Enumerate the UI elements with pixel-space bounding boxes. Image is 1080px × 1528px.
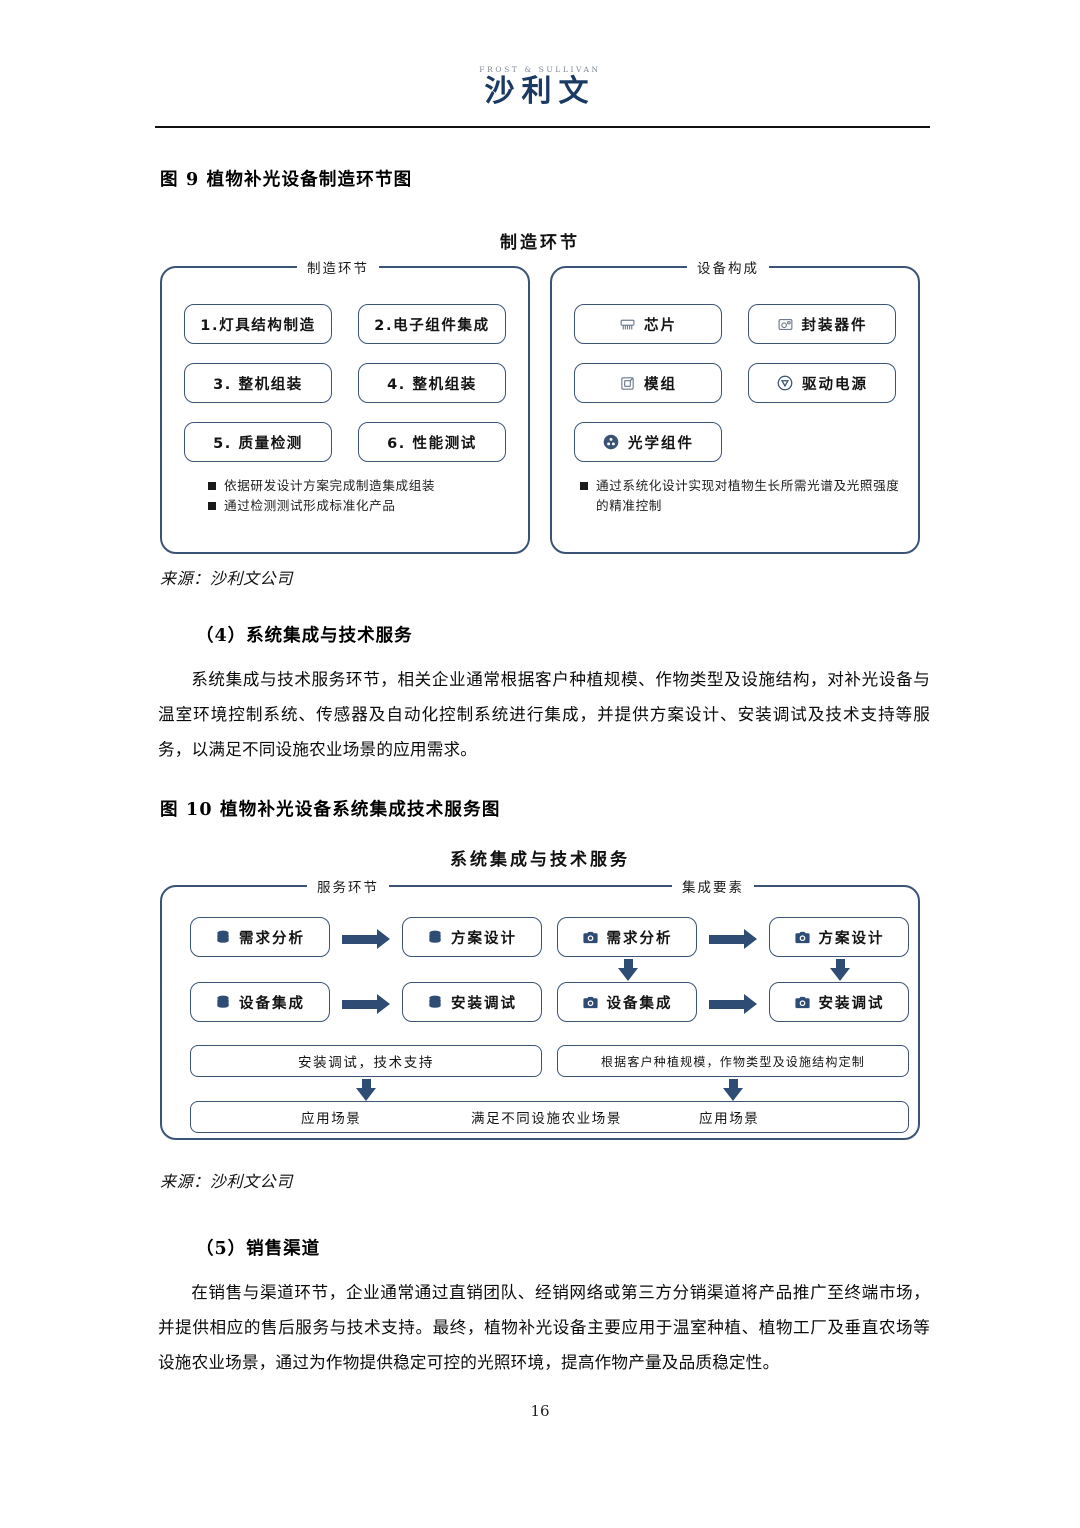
node-whole-machine-assembly-4[interactable]: 4. 整机组装	[358, 363, 506, 403]
node-driver-power[interactable]: 驱动电源	[748, 363, 896, 403]
module-icon	[619, 375, 636, 392]
node-left-demand-analysis[interactable]: 需求分析	[190, 917, 330, 957]
bottom-bar-item-center: 满足不同设施农业场景	[471, 1111, 622, 1127]
bullet-square-icon	[580, 482, 588, 490]
frost-sullivan-logo: FROST & SULLIVAN 沙利文	[0, 66, 1080, 107]
arrow-down-icon	[618, 959, 638, 981]
figure10-caption: 图 10 植物补光设备系统集成技术服务图	[160, 800, 501, 820]
node-electronic-assembly[interactable]: 2.电子组件集成	[358, 304, 506, 344]
bullet-item: 通过系统化设计实现对植物生长所需光谱及光照强度的精准控制	[580, 476, 902, 516]
database-icon	[427, 994, 443, 1010]
camera-icon	[794, 994, 811, 1011]
section5-heading: （5）销售渠道	[196, 1239, 321, 1259]
figure9-diagram: 制造环节 制造环节 1.灯具结构制造 2.电子组件集成 3. 整机组装 4. 整…	[160, 228, 920, 558]
arrow-down-icon	[830, 959, 850, 981]
bullet-square-icon	[208, 502, 216, 510]
node-left-equipment-integration[interactable]: 设备集成	[190, 982, 330, 1022]
package-icon	[777, 316, 794, 333]
arrow-right-icon	[709, 929, 757, 949]
database-icon	[427, 929, 443, 945]
manufacturing-panel: 制造环节 1.灯具结构制造 2.电子组件集成 3. 整机组装 4. 整机组装 5…	[160, 257, 530, 554]
logo-english-text: FROST & SULLIVAN	[479, 65, 601, 74]
node-lamp-structure[interactable]: 1.灯具结构制造	[184, 304, 332, 344]
node-whole-machine-assembly-3[interactable]: 3. 整机组装	[184, 363, 332, 403]
manufacturing-panel-bullets: 依据研发设计方案完成制造集成组装 通过检测测试形成标准化产品	[208, 476, 514, 516]
optics-icon	[602, 433, 620, 451]
right-summary-bar[interactable]: 根据客户种植规模，作物类型及设施结构定制	[557, 1045, 909, 1077]
node-right-equipment-integration[interactable]: 设备集成	[557, 982, 697, 1022]
section5-body: 在销售与渠道环节，企业通常通过直销团队、经销网络或第三方分销渠道将产品推广至终端…	[158, 1283, 930, 1372]
node-quality-inspection[interactable]: 5. 质量检测	[184, 422, 332, 462]
header-divider	[155, 126, 930, 129]
figure10-diagram: 系统集成与技术服务 服务环节 集成要素 需求分析	[160, 845, 920, 1150]
node-left-installation-debug[interactable]: 安装调试	[402, 982, 542, 1022]
bullet-square-icon	[208, 482, 216, 490]
node-right-demand-analysis[interactable]: 需求分析	[557, 917, 697, 957]
section4-body: 系统集成与技术服务环节，相关企业通常根据客户种植规模、作物类型及设施结构，对补光…	[158, 670, 930, 759]
node-package-device[interactable]: 封装器件	[748, 304, 896, 344]
power-driver-icon	[776, 374, 794, 392]
arrow-right-icon	[709, 994, 757, 1014]
node-chip[interactable]: 芯片	[574, 304, 722, 344]
service-stage-legend: 服务环节	[307, 876, 389, 896]
bottom-bar-item-left: 应用场景	[301, 1111, 362, 1127]
figure9-source: 来源：沙利文公司	[160, 569, 293, 588]
database-icon	[215, 929, 231, 945]
database-icon	[215, 994, 231, 1010]
integration-elements-legend: 集成要素	[672, 876, 754, 896]
figure10-diagram-title: 系统集成与技术服务	[450, 850, 630, 870]
system-integration-frame: 服务环节 集成要素 需求分析	[160, 876, 920, 1140]
node-module[interactable]: 模组	[574, 363, 722, 403]
left-summary-bar[interactable]: 安装调试，技术支持	[190, 1045, 542, 1077]
bullet-item: 依据研发设计方案完成制造集成组装	[208, 476, 514, 496]
manufacturing-panel-legend: 制造环节	[297, 257, 379, 277]
node-optical-component[interactable]: 光学组件	[574, 422, 722, 462]
chip-icon	[619, 316, 636, 333]
equipment-panel-legend: 设备构成	[687, 257, 769, 277]
application-scenario-bar[interactable]: 应用场景 满足不同设施农业场景 应用场景	[190, 1101, 909, 1133]
arrow-right-icon	[342, 929, 390, 949]
equipment-panel-bullets: 通过系统化设计实现对植物生长所需光谱及光照强度的精准控制	[580, 476, 902, 516]
node-right-installation-debug[interactable]: 安装调试	[769, 982, 909, 1022]
page-header: FROST & SULLIVAN 沙利文	[0, 0, 1080, 129]
arrow-down-icon	[356, 1079, 376, 1101]
bottom-bar-item-right: 应用场景	[699, 1111, 760, 1127]
figure9-caption: 图 9 植物补光设备制造环节图	[160, 170, 413, 190]
camera-icon	[582, 929, 599, 946]
equipment-composition-panel: 设备构成 芯片	[550, 257, 920, 554]
camera-icon	[794, 929, 811, 946]
section4-heading: （4）系统集成与技术服务	[196, 626, 413, 646]
arrow-right-icon	[342, 994, 390, 1014]
logo-chinese-text: 沙利文	[484, 73, 596, 109]
figure9-diagram-title: 制造环节	[500, 233, 580, 253]
node-performance-test[interactable]: 6. 性能测试	[358, 422, 506, 462]
node-left-solution-design[interactable]: 方案设计	[402, 917, 542, 957]
bullet-item: 通过检测测试形成标准化产品	[208, 496, 514, 516]
arrow-down-icon	[723, 1079, 743, 1101]
camera-icon	[582, 994, 599, 1011]
node-right-solution-design[interactable]: 方案设计	[769, 917, 909, 957]
figure10-source: 来源：沙利文公司	[160, 1172, 293, 1191]
page-number: 16	[530, 1402, 550, 1420]
